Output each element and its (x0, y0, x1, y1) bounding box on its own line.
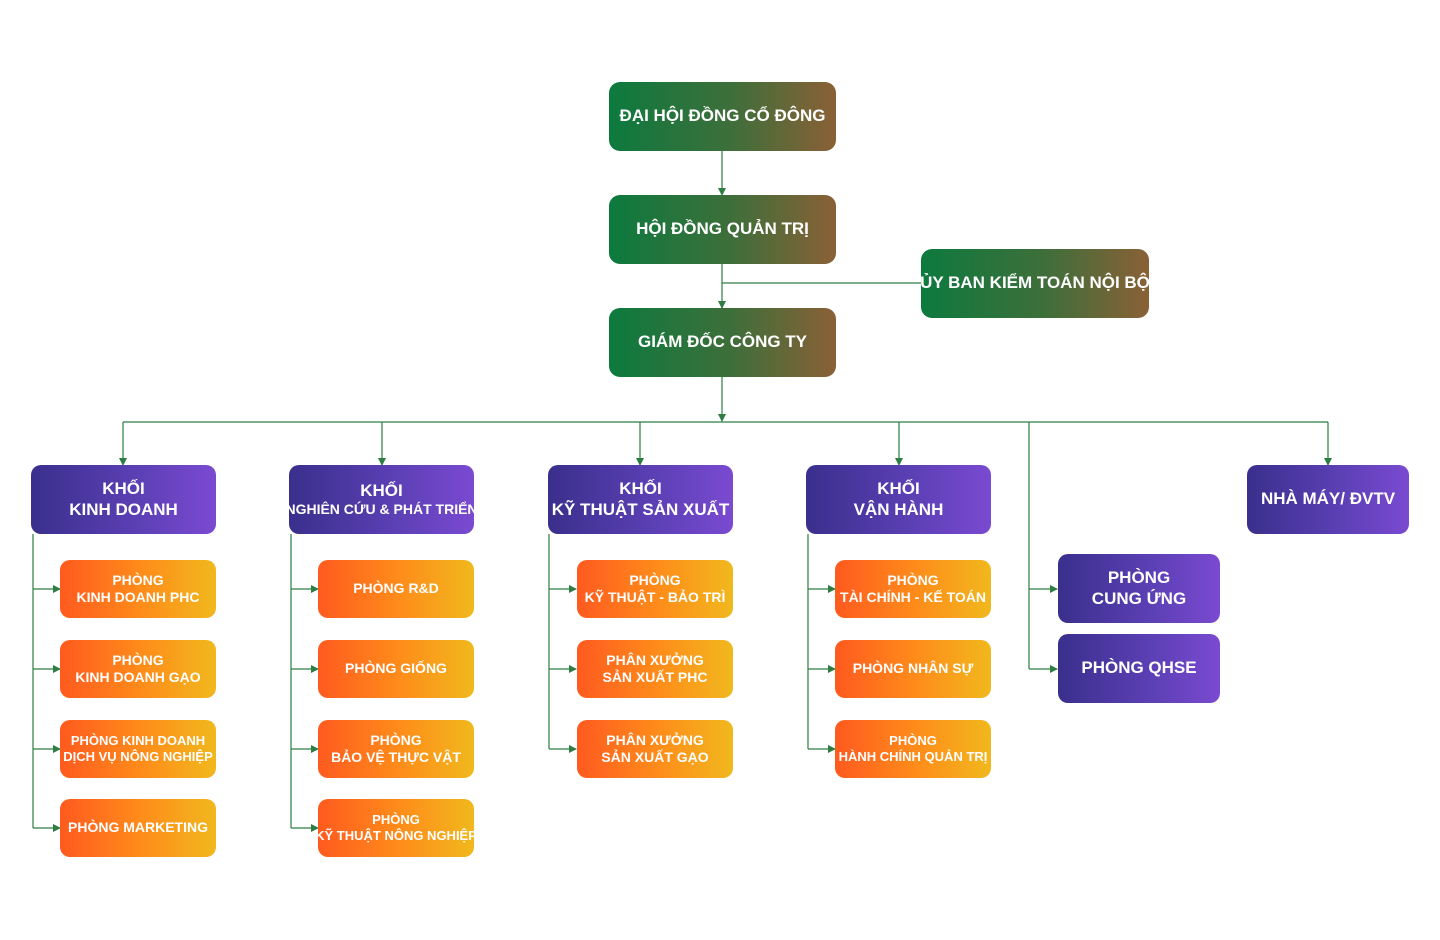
rnd-dept-4: PHÒNG KỸ THUẬT NÔNG NGHIỆP (315, 799, 477, 857)
ops-dept-2: PHÒNG NHÂN SỰ (835, 640, 991, 698)
rnd-dept-2-line1: PHÒNG GIỐNG (345, 660, 447, 677)
ops-dept-2-line1: PHÒNG NHÂN SỰ (852, 660, 974, 677)
tech-dept-1: PHÒNG KỸ THUẬT - BẢO TRÌ (577, 560, 733, 618)
rnd-dept-3: PHÒNG BẢO VỆ THỰC VẬT (318, 720, 474, 778)
shareholders-label: ĐẠI HỘI ĐỒNG CỔ ĐÔNG (619, 106, 826, 126)
director-node: GIÁM ĐỐC CÔNG TY (609, 308, 836, 377)
tech-dept-2-line1: PHÂN XƯỞNG (606, 651, 704, 668)
tech-dept-3-line1: PHÂN XƯỞNG (606, 731, 704, 748)
rnd-dept-3-line2: BẢO VỆ THỰC VẬT (331, 749, 461, 765)
tech-dept-1-line2: KỸ THUẬT - BẢO TRÌ (584, 589, 726, 605)
qhse-dept-node: PHÒNG QHSE (1058, 634, 1220, 703)
tech-dept-2-line2: SẢN XUẤT PHC (602, 669, 708, 685)
sales-dept-2-line2: KINH DOANH GẠO (75, 669, 201, 685)
ops-dept-1: PHÒNG TÀI CHÍNH - KẾ TOÁN (835, 560, 991, 618)
director-label: GIÁM ĐỐC CÔNG TY (637, 332, 808, 352)
audit-committee-node: ỦY BAN KIỂM TOÁN NỘI BỘ (920, 249, 1150, 318)
tech-dept-1-line1: PHÒNG (629, 571, 681, 588)
qhse-dept-label: PHÒNG QHSE (1081, 658, 1197, 678)
sales-dept-4: PHÒNG MARKETING (60, 799, 216, 857)
rnd-dept-4-line1: PHÒNG (372, 812, 420, 828)
audit-committee-label: ỦY BAN KIỂM TOÁN NỘI BỘ (920, 273, 1150, 293)
ops-dept-3-line2: HÀNH CHÍNH QUẢN TRỊ (838, 749, 988, 764)
sales-dept-3-line2: DỊCH VỤ NÔNG NGHIỆP (63, 749, 213, 764)
rnd-dept-1: PHÒNG R&D (318, 560, 474, 618)
block-tech-line2: KỸ THUẬT SẢN XUẤT (551, 499, 730, 519)
block-ops-line2: VẬN HÀNH (853, 499, 944, 519)
block-sales-line2: KINH DOANH (69, 499, 178, 519)
board-node: HỘI ĐỒNG QUẢN TRỊ (609, 195, 836, 264)
block-rnd-line1: KHỐI (360, 480, 403, 500)
sales-dept-3: PHÒNG KINH DOANH DỊCH VỤ NÔNG NGHIỆP (60, 720, 216, 778)
rnd-dept-1-line1: PHÒNG R&D (353, 580, 439, 597)
supply-dept-line2: CUNG ỨNG (1091, 588, 1187, 608)
supply-dept-line1: PHÒNG (1107, 567, 1171, 587)
sales-dept-1-line1: PHÒNG (112, 571, 164, 588)
sales-dept-3-line1: PHÒNG KINH DOANH (70, 733, 206, 749)
rnd-dept-3-line1: PHÒNG (370, 731, 422, 748)
block-ops-line1: KHỐI (877, 478, 920, 498)
ops-dept-3-line1: PHÒNG (889, 733, 937, 749)
rnd-dept-2: PHÒNG GIỐNG (318, 640, 474, 698)
sales-dept-1: PHÒNG KINH DOANH PHC (60, 560, 216, 618)
ops-dept-1-line1: PHÒNG (887, 571, 939, 588)
rnd-dept-4-line2: KỸ THUẬT NÔNG NGHIỆP (315, 828, 477, 843)
tech-dept-2: PHÂN XƯỞNG SẢN XUẤT PHC (577, 640, 733, 698)
block-tech-line1: KHỐI (619, 478, 662, 498)
factory-label: NHÀ MÁY/ ĐVTV (1260, 489, 1396, 509)
sales-dept-1-line2: KINH DOANH PHC (76, 589, 200, 605)
block-sales-line1: KHỐI (102, 478, 145, 498)
block-ops: KHỐI VẬN HÀNH (806, 465, 991, 534)
board-label: HỘI ĐỒNG QUẢN TRỊ (636, 219, 809, 239)
supply-dept-node: PHÒNG CUNG ỨNG (1058, 554, 1220, 623)
block-rnd: KHỐI NGHIÊN CỨU & PHÁT TRIỂN (285, 465, 478, 534)
sales-dept-2-line1: PHÒNG (112, 651, 164, 668)
block-sales: KHỐI KINH DOANH (31, 465, 216, 534)
block-tech: KHỐI KỸ THUẬT SẢN XUẤT (548, 465, 733, 534)
ops-dept-3: PHÒNG HÀNH CHÍNH QUẢN TRỊ (835, 720, 991, 778)
ops-dept-1-line2: TÀI CHÍNH - KẾ TOÁN (840, 589, 986, 605)
sales-dept-4-line1: PHÒNG MARKETING (68, 819, 208, 836)
tech-dept-3: PHÂN XƯỞNG SẢN XUẤT GẠO (577, 720, 733, 778)
tech-dept-3-line2: SẢN XUẤT GẠO (601, 749, 709, 765)
shareholders-node: ĐẠI HỘI ĐỒNG CỔ ĐÔNG (609, 82, 836, 151)
factory-node: NHÀ MÁY/ ĐVTV (1247, 465, 1409, 534)
sales-dept-2: PHÒNG KINH DOANH GẠO (60, 640, 216, 698)
block-rnd-line2: NGHIÊN CỨU & PHÁT TRIỂN (285, 501, 478, 518)
